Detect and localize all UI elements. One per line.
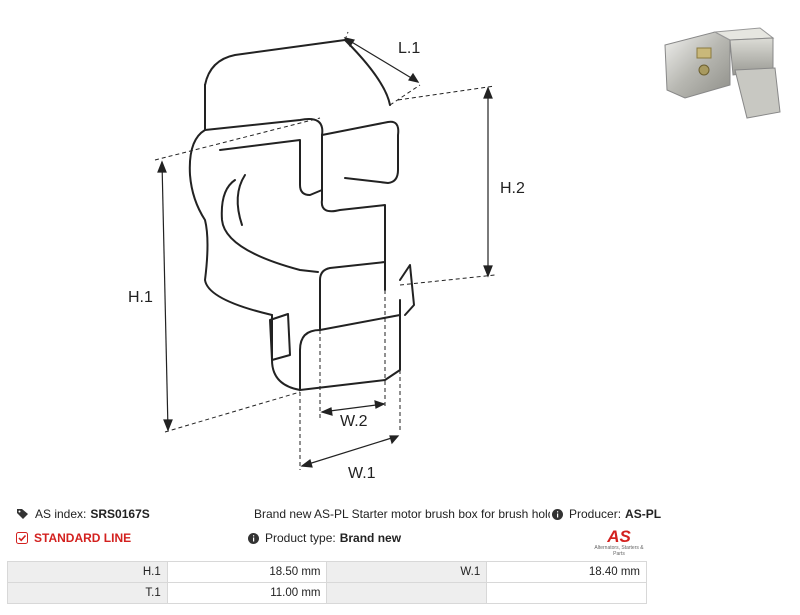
description-line: Brand new AS-PL Starter motor brush box … [248,507,550,521]
table-row: H.1 18.50 mm W.1 18.40 mm [7,561,647,583]
as-index-label: AS index: [35,507,87,521]
producer-value: AS-PL [625,507,662,521]
as-index-line: AS index: SRS0167S [16,507,150,521]
producer-line: Producer: AS-PL [552,507,661,521]
producer-label: Producer: [569,507,622,521]
technical-drawing: L.1 H.2 H.1 W.2 W.1 [128,31,525,482]
brand-mark: AS [607,527,631,546]
standard-line-line: STANDARD LINE [16,531,131,545]
dim-label-h1: H.1 [128,289,153,306]
brand-tagline: Alternators, Starters & Parts [594,545,644,557]
product-type-value: Brand new [339,531,402,545]
info-icon [248,532,259,544]
check-icon [16,532,28,544]
tag-icon [17,509,28,519]
spec-value: 18.50 mm [166,561,328,583]
dim-label-w2: W.2 [340,413,368,430]
product-type-line: Product type: Brand new [248,531,401,545]
dim-label-h2: H.2 [500,180,525,197]
spec-key: T.1 [7,582,168,604]
product-type-label: Product type: [265,531,336,545]
standard-line-label: STANDARD LINE [34,531,132,545]
info-icon [552,508,563,520]
spec-value: 18.40 mm [486,561,647,583]
spec-key: W.1 [326,561,488,583]
spec-key: H.1 [7,561,168,583]
spec-key-empty [326,582,488,604]
description-text: Brand new AS-PL Starter motor brush box … [254,507,550,521]
dim-label-l1: L.1 [398,40,420,57]
spec-value: 11.00 mm [166,582,328,604]
spec-value-empty [486,582,647,604]
brand-logo: AS Alternators, Starters & Parts [588,527,650,557]
table-row: T.1 11.00 mm [7,582,647,604]
product-thumbnail[interactable] [655,20,785,125]
dim-label-w1: W.1 [348,465,376,482]
as-index-value: SRS0167S [90,507,150,521]
spec-table: H.1 18.50 mm W.1 18.40 mm T.1 11.00 mm [7,561,647,604]
